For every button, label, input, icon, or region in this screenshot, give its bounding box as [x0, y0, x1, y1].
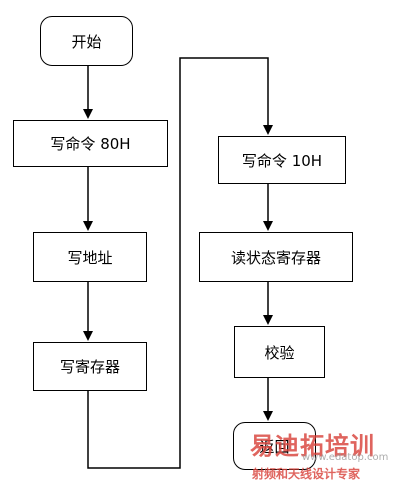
node-return: 返回 — [233, 422, 316, 470]
node-write-address: 写地址 — [33, 232, 147, 282]
connector-register-to-10h — [87, 57, 273, 469]
watermark-url: www.edatop.com — [302, 452, 389, 463]
watermark-brand: 易迪拓培训 — [250, 432, 375, 460]
node-verify: 校验 — [234, 326, 325, 378]
node-start: 开始 — [40, 16, 133, 66]
watermark-tagline: 射频和天线设计专家 — [252, 467, 361, 481]
node-read-status-register: 读状态寄存器 — [199, 232, 353, 282]
node-write-cmd-10h: 写命令 10H — [218, 136, 346, 184]
node-write-cmd-80h: 写命令 80H — [13, 120, 168, 167]
node-write-register: 写寄存器 — [33, 342, 147, 391]
